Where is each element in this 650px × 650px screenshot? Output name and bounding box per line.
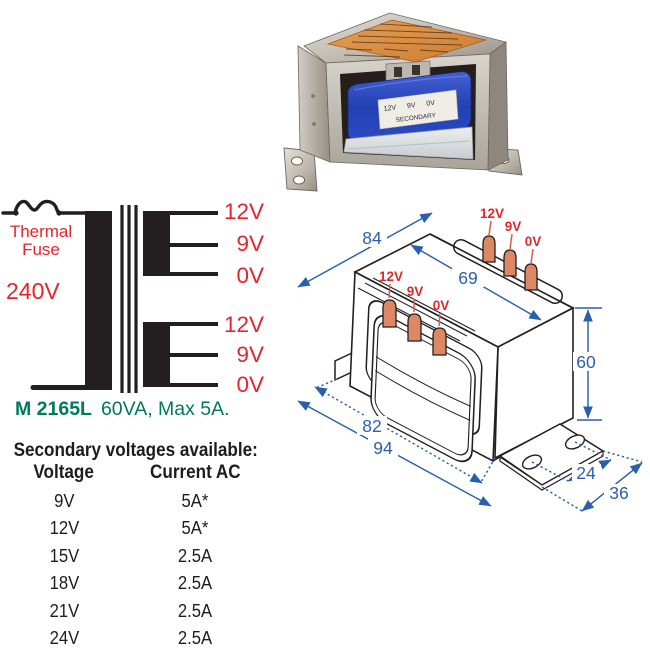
primary-winding	[85, 211, 112, 390]
current-cell: 5A*	[181, 517, 209, 539]
primary-voltage-label: 240V	[6, 278, 60, 304]
dimension-labels: 84 69 60 82 94 24 36	[357, 228, 634, 503]
model-line: M 2165L 60VA, Max 5A.	[15, 398, 230, 421]
thermal-fuse-label: Fuse	[22, 240, 60, 259]
tap-label-12v: 12V	[224, 199, 264, 224]
dimension-drawing: 84 69 60 82 94 24 36 12V 9V 0V	[297, 206, 643, 512]
back-terminal-0v: 0V	[525, 234, 542, 249]
drawing-mounting-flange	[492, 423, 605, 491]
dim-84: 84	[362, 228, 382, 248]
dim-69: 69	[458, 268, 477, 288]
terminal-labels: 12V 9V 0V 12V 9V 0V	[379, 206, 541, 313]
dim-24: 24	[576, 463, 596, 483]
dim-82: 82	[362, 416, 381, 436]
terminal-leaders	[388, 220, 534, 327]
voltage-cell: 9V	[53, 489, 75, 511]
table-row: 15V 2.5A	[0, 542, 262, 570]
back-terminal-12v: 12V	[480, 206, 504, 221]
winding-schematic: Thermal Fuse 240V 12V 9V 0V 12V 9V 0V	[1, 199, 264, 397]
drawing-left-foot	[334, 351, 353, 382]
tap-label-9v: 9V	[236, 231, 264, 256]
photo-spec-label	[326, 19, 488, 63]
photo-right-wall	[487, 41, 509, 171]
model-code: M 2165L	[15, 398, 92, 420]
current-cell: 5A*	[181, 489, 209, 511]
foot-hole	[293, 175, 305, 185]
table-row: 18V 2.5A	[0, 570, 262, 598]
column-header-voltage: Voltage	[33, 462, 95, 483]
dim-36: 36	[609, 483, 628, 503]
table-row: 21V 2.5A	[0, 597, 262, 625]
fuse-node	[13, 210, 19, 216]
foot-hole	[291, 156, 303, 166]
front-terminal-tabs	[382, 299, 447, 356]
primary-wire	[1, 199, 88, 390]
transformer-photo: 12V 9V 0V SECONDARY	[283, 12, 523, 192]
table-row: 12V 5A*	[0, 515, 262, 543]
current-cell: 2.5A	[177, 627, 213, 649]
secondary-windings	[143, 211, 218, 387]
front-terminal-0v: 0V	[433, 298, 450, 313]
front-terminal-12v: 12V	[379, 269, 403, 284]
voltage-table: 9V 5A* 12V 5A* 15V 2.5A 18V 2.5A 21V 2.5…	[0, 487, 262, 650]
voltage-cell: 12V	[49, 517, 79, 539]
thermal-fuse-label: Thermal	[10, 222, 72, 241]
core-lines	[120, 205, 138, 393]
tap-label-0v: 0V	[236, 372, 264, 397]
photo-secondary-label: 12V 9V 0V SECONDARY	[377, 89, 459, 130]
tap-label-9v: 9V	[236, 342, 264, 367]
photo-left-wall	[297, 45, 331, 163]
voltage-cell: 18V	[49, 572, 79, 594]
tap-label-0v: 0V	[236, 263, 264, 288]
model-rating: 60VA, Max 5A.	[100, 398, 230, 420]
dim-94: 94	[373, 438, 393, 458]
dim-60: 60	[576, 352, 596, 372]
secondary-text: SECONDARY	[395, 112, 437, 124]
table-title-text: Secondary voltages available:	[13, 440, 258, 461]
voltage-cell: 15V	[49, 544, 79, 566]
front-terminal-9v: 9V	[407, 284, 424, 299]
current-cell: 2.5A	[177, 599, 213, 621]
table-row: 9V 5A*	[0, 487, 262, 515]
current-cell: 2.5A	[177, 572, 213, 594]
back-terminal-9v: 9V	[505, 219, 522, 234]
voltage-cell: 24V	[49, 627, 79, 649]
voltage-cell: 21V	[49, 599, 79, 621]
photo-bobbin-plastic	[343, 126, 474, 160]
table-header: Voltage Current AC	[0, 462, 262, 484]
table-row: 24V 2.5A	[0, 625, 262, 650]
current-cell: 2.5A	[177, 544, 213, 566]
column-header-current: Current AC	[149, 462, 241, 483]
tap-label-12v: 12V	[224, 312, 264, 337]
fuse-node	[56, 210, 62, 216]
table-title: Secondary voltages available:	[0, 440, 262, 462]
